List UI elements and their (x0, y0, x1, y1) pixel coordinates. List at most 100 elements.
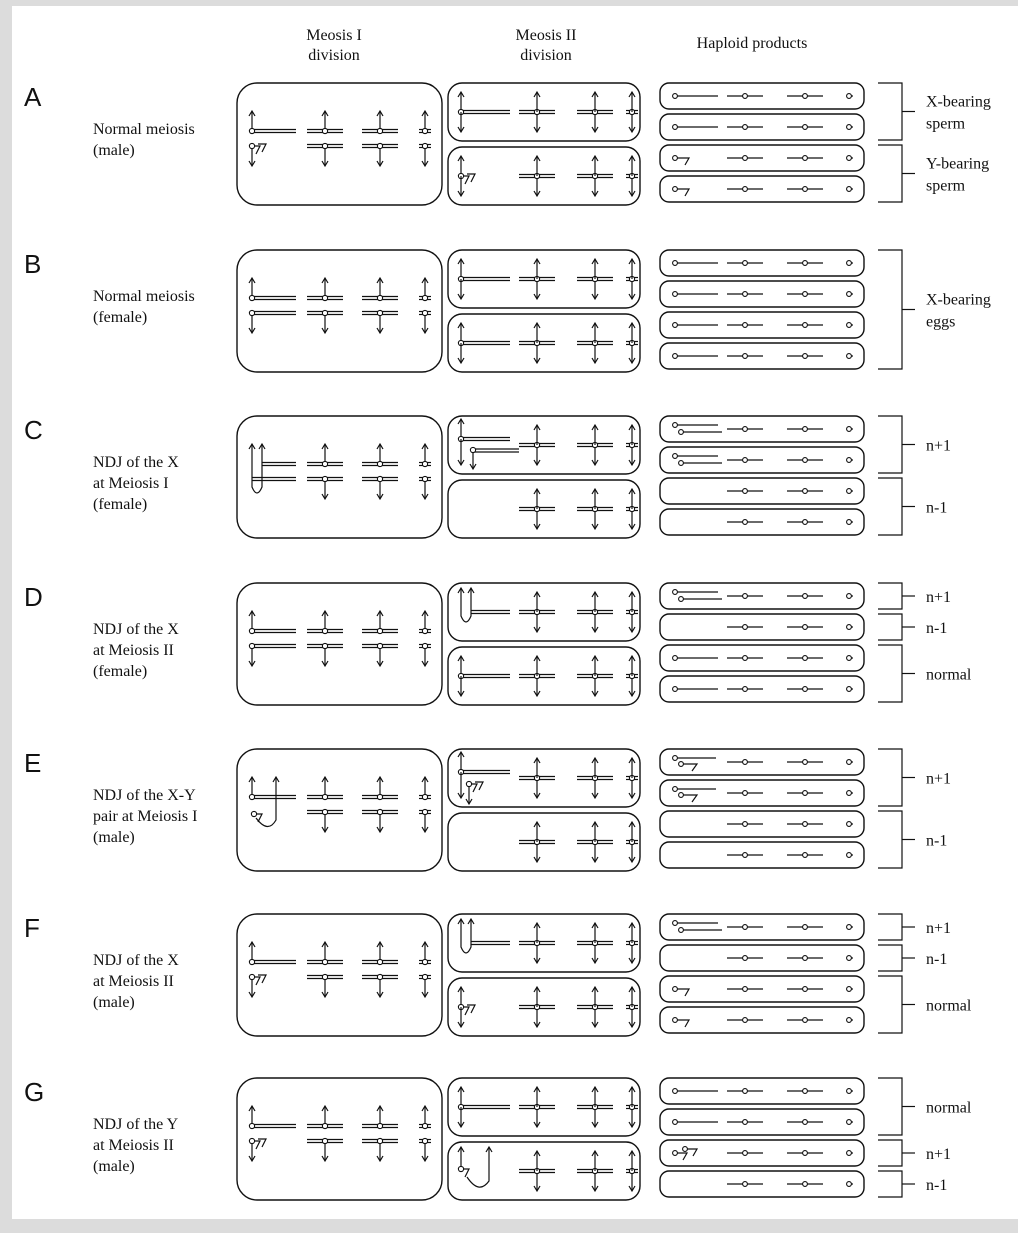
centromere (249, 1138, 254, 1143)
centromere (743, 791, 748, 796)
panel-description-line: (male) (93, 1158, 135, 1175)
bracket-line (878, 1078, 902, 1135)
panel-description-line: (female) (93, 663, 147, 680)
centromere (743, 187, 748, 192)
bracket-label: n-1 (926, 1177, 947, 1194)
bracket-label: n-1 (926, 500, 947, 517)
bracket-label: eggs (926, 314, 955, 331)
centromere (322, 628, 327, 633)
centromere (322, 295, 327, 300)
centromere (377, 794, 382, 799)
centromere (743, 594, 748, 599)
bracket-label: n-1 (926, 620, 947, 637)
panel-letter-E: E (24, 748, 41, 778)
panel-letter-C: C (24, 415, 43, 445)
bracket (878, 1140, 915, 1166)
meiosis-2-cell (448, 647, 640, 705)
haploid-product-contents (727, 489, 853, 494)
meiosis-2-cell-contents (458, 752, 638, 804)
centromere (847, 125, 852, 130)
meiosis-2-cell-contents (519, 822, 638, 862)
bracket-label: n+1 (926, 589, 951, 606)
centromere (673, 94, 678, 99)
meiosis-2-cell (448, 1142, 640, 1200)
meiosis-1-cell-contents (249, 1106, 431, 1161)
haploid-product-contents (673, 423, 853, 435)
centromere (743, 125, 748, 130)
centromere (679, 793, 684, 798)
haploid-product-contents (673, 1018, 853, 1027)
centromere (679, 430, 684, 435)
centromere (847, 656, 852, 661)
centromere (249, 310, 254, 315)
bracket-line (878, 1140, 902, 1166)
meiosis-2-cell-contents (458, 656, 638, 696)
centromere (847, 853, 852, 858)
panel-description-line: (female) (93, 496, 147, 513)
centromere (673, 1120, 678, 1125)
centromere (322, 1138, 327, 1143)
panel-description-line: NDJ of the X (93, 621, 179, 638)
centromere (249, 128, 254, 133)
centromere (422, 628, 427, 633)
centromere (847, 925, 852, 930)
panel-letter-B: B (24, 249, 41, 279)
header-meiosis-1-line: division (308, 47, 360, 64)
centromere (673, 156, 678, 161)
centromere (803, 292, 808, 297)
centromere (673, 423, 678, 428)
centromere (377, 1138, 382, 1143)
centromere (422, 974, 427, 979)
centromere (803, 489, 808, 494)
centromere (847, 1120, 852, 1125)
centromere (249, 628, 254, 633)
centromere (803, 853, 808, 858)
centromere (322, 959, 327, 964)
bracket-line (878, 145, 902, 202)
bracket (878, 478, 915, 535)
bracket (878, 250, 915, 369)
centromere (743, 956, 748, 961)
meiosis-2-cell-contents (458, 156, 638, 196)
centromere (470, 447, 475, 452)
bracket (878, 976, 915, 1033)
centromere (322, 974, 327, 979)
bracket (878, 1171, 915, 1197)
centromere (743, 625, 748, 630)
centromere (847, 1151, 852, 1156)
haploid-product-contents (727, 520, 853, 525)
panel-description-line: pair at Meiosis I (93, 808, 197, 825)
centromere (847, 760, 852, 765)
bracket (878, 583, 915, 609)
meiosis-1-cell-contents (249, 111, 431, 166)
panel-description-line: NDJ of the X-Y (93, 787, 196, 804)
centromere (422, 1123, 427, 1128)
centromere (803, 625, 808, 630)
centromere (847, 687, 852, 692)
centromere (847, 594, 852, 599)
bracket-label: n-1 (926, 951, 947, 968)
bracket-line (878, 645, 902, 702)
bracket-line (878, 416, 902, 473)
centromere (743, 1182, 748, 1187)
centromere (377, 128, 382, 133)
haploid-product-contents (673, 921, 853, 933)
panel-description-line: (male) (93, 994, 135, 1011)
centromere (249, 143, 254, 148)
bracket-label: n+1 (926, 1146, 951, 1163)
meiosis-1-cell-contents (249, 278, 431, 333)
centromere (377, 959, 382, 964)
centromere (673, 323, 678, 328)
bracket-line (878, 976, 902, 1033)
bracket-label: X-bearing (926, 94, 991, 111)
centromere (673, 987, 678, 992)
centromere (377, 974, 382, 979)
centromere (422, 809, 427, 814)
meiosis-1-cell-contents (249, 444, 431, 499)
centromere (322, 1123, 327, 1128)
panel-description-line: (male) (93, 829, 135, 846)
centromere (249, 794, 254, 799)
centromere (322, 143, 327, 148)
centromere (743, 853, 748, 858)
